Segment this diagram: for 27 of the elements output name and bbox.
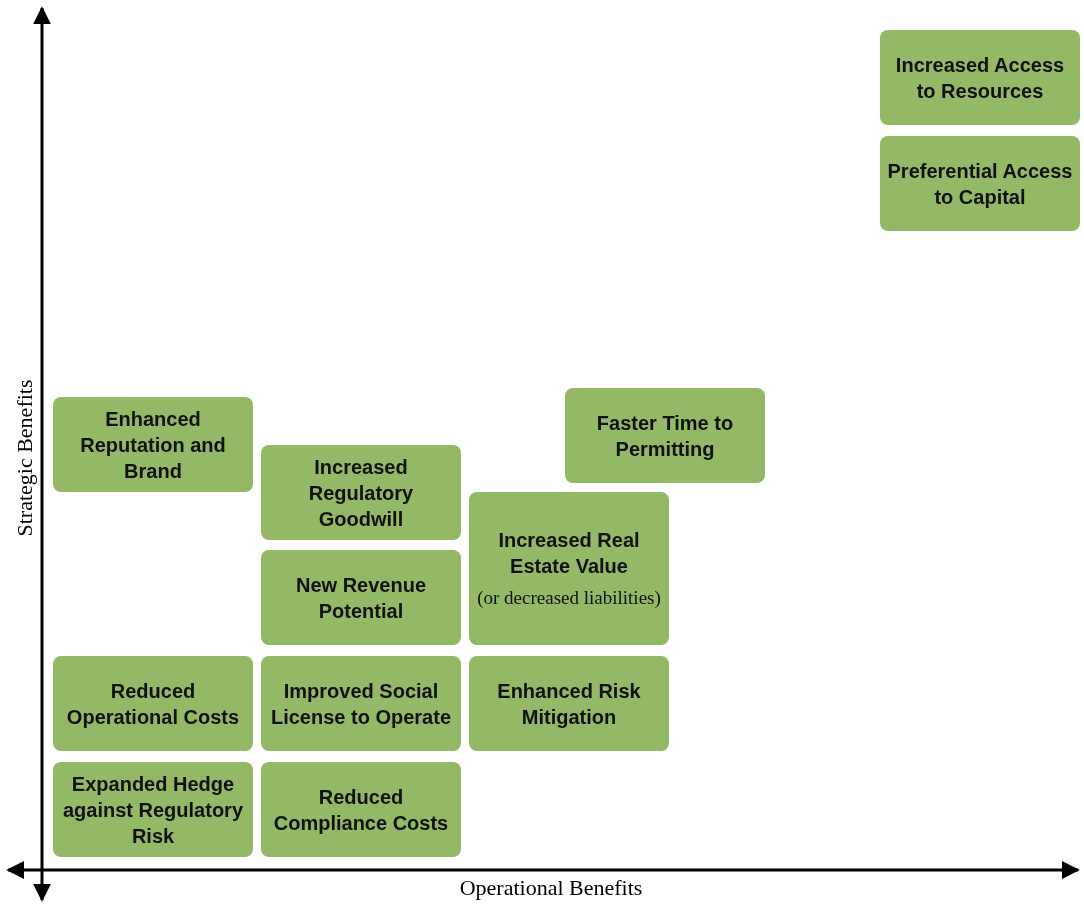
benefit-box: [261, 762, 461, 857]
benefit-box: [880, 136, 1080, 231]
x-axis-title: Operational Benefits: [459, 875, 643, 901]
benefit-title: Improved Social License to Operate: [269, 678, 453, 730]
benefit-title: Enhanced Risk Mitigation: [496, 678, 642, 730]
benefit-box: [53, 762, 253, 857]
benefit-title: Expanded Hedge against Regulatory Risk: [61, 771, 244, 849]
benefit-box: [565, 388, 765, 483]
benefit-title: New Revenue Potential: [294, 572, 428, 624]
benefit-box: [469, 656, 669, 751]
benefit-title: Reduced Compliance Costs: [272, 784, 450, 836]
benefit-title: Reduced Operational Costs: [65, 678, 241, 730]
y-axis-title: Strategic Benefits: [12, 379, 38, 537]
benefit-title: Enhanced Reputation and Brand: [79, 406, 227, 484]
benefit-box: [880, 30, 1080, 125]
benefit-title: Preferential Access to Capital: [886, 158, 1074, 210]
benefit-box: [469, 492, 669, 645]
benefit-title: Faster Time to Permitting: [595, 410, 735, 462]
benefit-box: [261, 656, 461, 751]
benefit-box: [53, 397, 253, 492]
benefit-title: Increased Regulatory Goodwill: [307, 454, 415, 532]
benefit-box: [261, 445, 461, 540]
benefit-title: Increased Real Estate Value: [497, 527, 641, 579]
benefit-box: [53, 656, 253, 751]
benefit-note: (or decreased liabilities): [477, 585, 661, 610]
benefit-box: [261, 550, 461, 645]
benefit-title: Increased Access to Resources: [894, 52, 1066, 104]
